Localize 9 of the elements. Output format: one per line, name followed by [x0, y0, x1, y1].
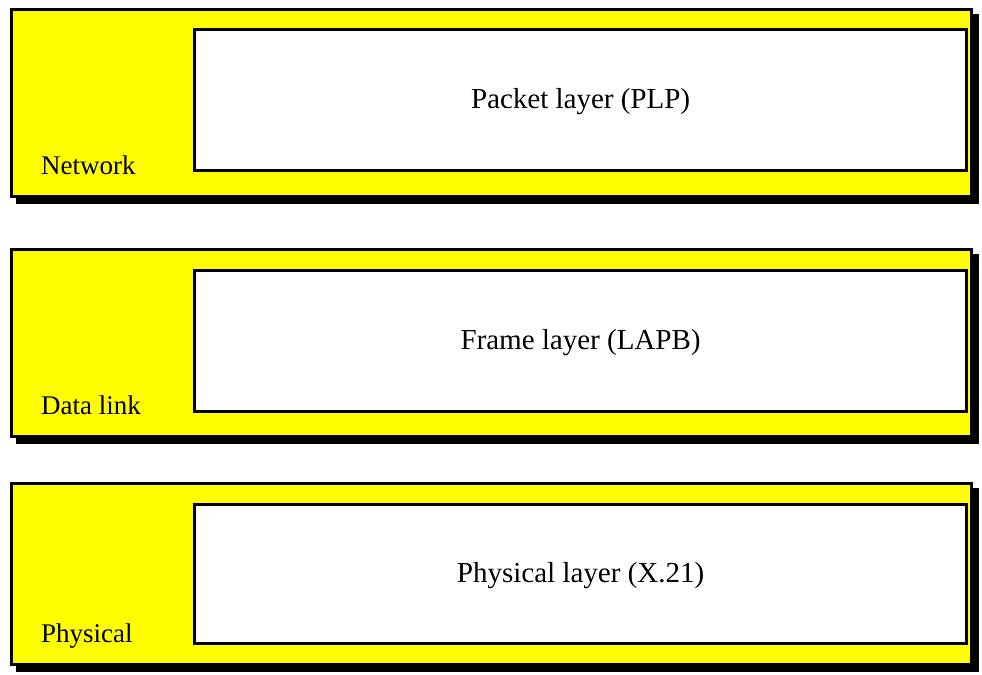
protocol-name: Packet layer (PLP) — [470, 82, 690, 118]
protocol-box — [193, 503, 968, 645]
protocol-name: Physical layer (X.21) — [456, 556, 704, 592]
protocol-name: Frame layer (LAPB) — [460, 323, 700, 358]
layer-name: Data link — [41, 392, 141, 419]
protocol-box — [193, 28, 968, 172]
layer-name: Physical — [41, 620, 132, 647]
protocol-box — [193, 269, 968, 413]
layer-name: Network — [41, 152, 136, 179]
